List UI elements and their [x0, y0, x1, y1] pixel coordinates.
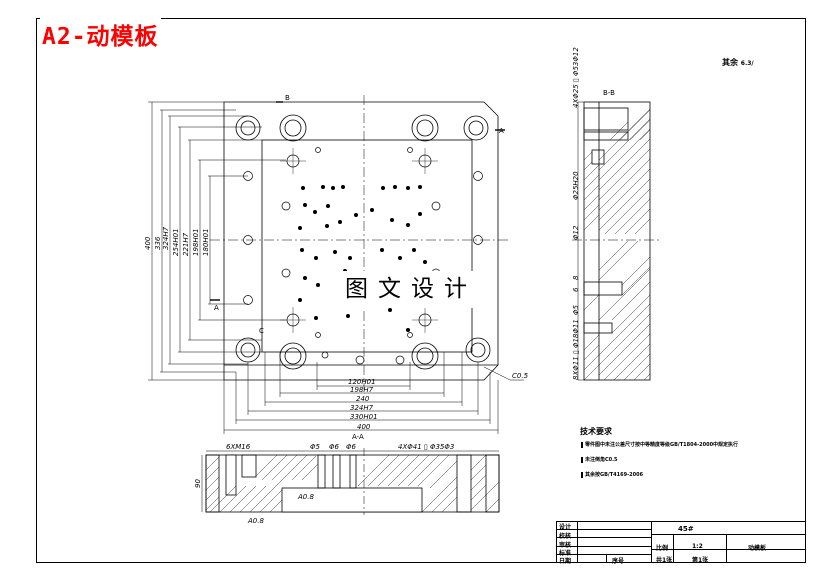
plate-outline: [223, 101, 499, 381]
section-aa-view: [201, 448, 500, 515]
marker-a-top: A: [499, 127, 504, 135]
guide-holes: [235, 114, 491, 370]
roughness-label: 其余: [722, 58, 738, 67]
ejector-holes: [298, 185, 427, 332]
aa-dim-height: 90: [194, 479, 202, 488]
bb-dim-8: 8: [572, 275, 580, 280]
tech-note-2: 未注倒角C0.5: [581, 453, 738, 468]
tb-row-design: 设计: [559, 524, 572, 531]
tb-row-review: 审核: [559, 542, 572, 549]
dim-width-324: 324H7: [350, 404, 374, 412]
dim-width-198: 198H7: [350, 386, 374, 394]
aa-dim-phi5: Φ5: [310, 443, 321, 451]
bb-dim-phi12: Φ12: [572, 225, 580, 240]
dim-height-180: 180H01: [202, 228, 210, 256]
tb-sheet-info: 共1张: [656, 557, 673, 564]
marker-a-left: A: [214, 304, 219, 312]
width-dim-lines: [223, 352, 499, 434]
dim-width-240: 240: [356, 395, 370, 403]
aa-dim-m16: 6XM16: [226, 443, 251, 451]
tb-row-standard: 标准: [559, 550, 572, 557]
dim-width-400: 400: [357, 423, 371, 431]
dim-height-324: 324H7: [162, 226, 170, 250]
aa-dim-phi6b: Φ6: [346, 443, 357, 451]
cavity-pocket: [261, 139, 473, 353]
height-dim-lines: [148, 101, 286, 381]
section-bb-hatch: [583, 108, 651, 381]
tb-scale: 1:2: [692, 543, 703, 550]
watermark: 图文设计: [337, 271, 485, 308]
title-block: 设计 校核 审核 标准 日期 序号 45# 比例 1:2 动模板 共1张 第1张: [556, 521, 806, 565]
aa-dim-phi6a: Φ6: [329, 443, 340, 451]
view-label-c: C: [259, 327, 264, 335]
tech-requirements-list: 零件图中未注公差尺寸按中等精度等级GB/T1804-2000中规定执行 未注倒角…: [581, 438, 738, 483]
tech-requirements-title: 技术要求: [580, 427, 612, 436]
sheet-title: A2-动模板: [40, 17, 161, 51]
width-dim-labels: 120H01 198H7 240 324H7 330H01 400: [348, 378, 378, 431]
bb-dim-6: 6: [572, 287, 580, 292]
chamfer-note: C0.5: [512, 372, 529, 380]
tb-row-date: 日期: [559, 558, 572, 565]
section-bb-label: B-B: [603, 89, 615, 97]
dim-width-330: 330H01: [350, 413, 378, 421]
bb-dim-phi5: Φ5: [572, 304, 580, 315]
section-bb-labels: B-B 4XΦ25 ▯ Φ53Φ12 Φ25H20 Φ12 8 6 Φ5 8XΦ…: [572, 47, 615, 380]
tb-seq-label: 序号: [612, 558, 625, 565]
tech-note-3: 其余按GB/T4169-2006: [581, 468, 738, 483]
roughness-note: 其余 6.3/: [722, 57, 754, 68]
roughness-value: 6.3/: [740, 60, 754, 67]
aa-datum-bottom: A0.8: [247, 517, 264, 525]
bb-dim-phi25-top: 4XΦ25 ▯ Φ53Φ12: [572, 47, 580, 108]
aa-datum-mid: A0.8: [297, 493, 314, 501]
dim-height-336: 336: [154, 236, 162, 250]
tb-scale-label: 比例: [656, 545, 669, 552]
dim-height-221: 221H7: [182, 232, 190, 256]
tech-note-1: 零件图中未注公差尺寸按中等精度等级GB/T1804-2000中规定执行: [581, 438, 738, 453]
dim-height-254: 254H01: [172, 228, 180, 256]
section-aa-hatch: [205, 454, 500, 513]
tb-part-name: 动模板: [748, 545, 767, 552]
aa-dim-phi41: 4XΦ41 ▯ Φ35Φ3: [398, 443, 454, 451]
dim-height-400: 400: [144, 236, 152, 250]
drawing-frame: [36, 18, 806, 563]
section-aa-labels: 6XM16 Φ5 Φ6 Φ6 4XΦ41 ▯ Φ35Φ3 90 A0.8 A0.…: [194, 443, 454, 525]
tb-material: 45#: [678, 525, 694, 533]
bb-dim-phi25h: Φ25H20: [572, 171, 580, 200]
height-dim-labels: 400 336 324H7 254H01 221H7 198H01 180H01: [144, 226, 210, 256]
section-aa-label: A-A: [352, 433, 364, 441]
dim-height-198: 198H01: [192, 228, 200, 256]
tb-row-check: 校核: [559, 533, 572, 540]
tb-sheet-no: 第1张: [692, 557, 709, 564]
dim-width-120: 120H01: [348, 378, 376, 386]
screw-holes: [243, 147, 483, 365]
section-bb-view: [572, 101, 660, 381]
view-label-b: B: [285, 94, 290, 102]
bb-dim-phi11: 8XΦ11 ▯ Φ18Φ11: [572, 319, 580, 380]
